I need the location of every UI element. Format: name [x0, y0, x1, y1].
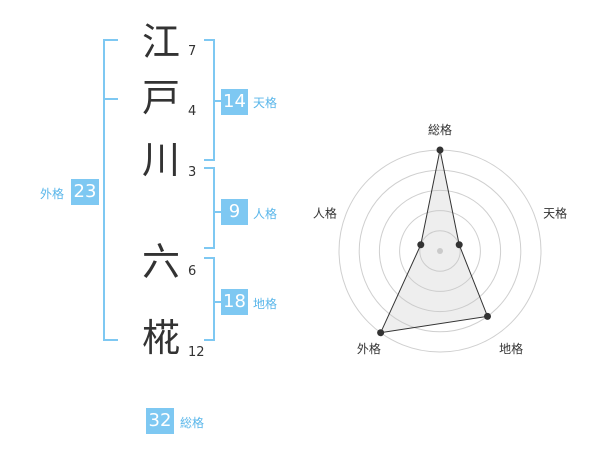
gaikaku-badge: 23	[71, 179, 99, 205]
stroke-count-1: 7	[188, 44, 197, 59]
gaikaku-label: 外格	[40, 187, 65, 201]
stroke-count-2: 4	[188, 104, 197, 119]
jinkaku-label: 人格	[253, 207, 278, 221]
radar-point-4	[377, 329, 385, 337]
stroke-count-4: 6	[188, 264, 197, 279]
name-char-2: 戸	[141, 76, 180, 120]
radar-point-1	[436, 146, 444, 154]
name-char-4: 六	[141, 240, 180, 284]
stroke-count-5: 12	[188, 345, 205, 360]
name-char-5: 椛	[141, 316, 180, 360]
radar-point-5	[417, 241, 425, 249]
stroke-count-3: 3	[188, 165, 197, 180]
radar-point-3	[483, 312, 491, 320]
radar-center-dot	[437, 248, 443, 254]
outer-bracket	[103, 39, 118, 341]
soukaku-badge: 32	[146, 408, 174, 434]
name-char-3: 川	[141, 138, 180, 182]
soukaku-label: 総格	[180, 416, 205, 430]
radar-axis-label-4: 外格	[357, 341, 381, 356]
jinkaku-bracket	[204, 167, 215, 249]
radar-ring	[358, 169, 522, 333]
tenkaku-label: 天格	[253, 96, 278, 110]
radar-data-polygon	[379, 149, 489, 334]
radar-ring	[419, 230, 461, 272]
chikaku-bracket	[204, 257, 215, 341]
tenkaku-badge: 14	[221, 89, 248, 115]
chikaku-badge: 18	[221, 289, 248, 315]
radar-axis-label-1: 総格	[428, 122, 452, 137]
radar-point-2	[455, 241, 463, 249]
radar-ring	[378, 189, 502, 313]
radar-axis-label-2: 天格	[543, 206, 567, 221]
radar-axis-label-5: 人格	[313, 206, 337, 221]
jinkaku-badge: 9	[221, 199, 248, 225]
chikaku-label: 地格	[253, 297, 278, 311]
radar-ring	[399, 210, 481, 292]
name-char-1: 江	[141, 20, 180, 64]
radar-axis-label-3: 地格	[499, 341, 523, 356]
